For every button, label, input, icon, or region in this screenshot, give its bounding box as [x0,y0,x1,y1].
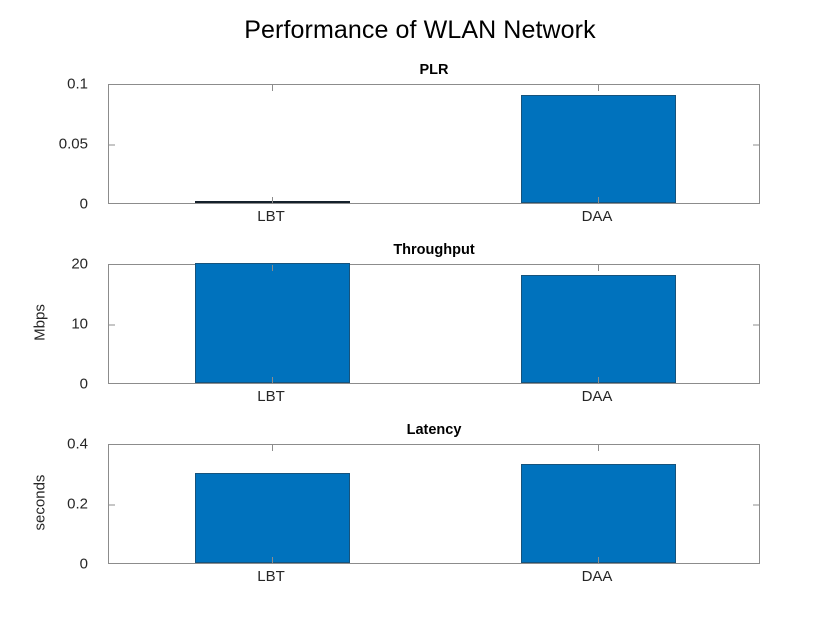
x-tick-mark [598,557,599,563]
x-tick-mark [272,557,273,563]
x-tick-labels-latency: LBT DAA [108,568,760,590]
y-tick-mark [753,324,759,326]
plot-area-throughput [109,263,759,383]
x-tick-mark [272,445,273,451]
x-tick-label: LBT [257,568,285,585]
x-tick-labels-plr: LBT DAA [108,208,760,230]
y-tick-label: 0.2 [67,495,88,513]
bar-throughput-daa [520,275,676,383]
subplot-title-throughput: Throughput [393,242,475,258]
y-tick-labels-latency: 0 0.2 0.4 [0,436,100,573]
y-tick-label: 0 [79,195,88,213]
x-tick-mark [272,197,273,203]
plot-area-latency [109,445,759,563]
bar-latency-lbt [194,473,350,563]
bar-plr-daa [520,95,676,203]
y-tick-label: 20 [71,255,88,273]
y-tick-labels-throughput: 0 10 20 [0,256,100,393]
figure-title: Performance of WLAN Network [244,16,596,44]
y-tick-mark [753,504,759,506]
plot-axes-latency [108,444,760,564]
y-tick-label: 10 [71,315,88,333]
y-tick-label: 0.4 [67,435,88,453]
x-tick-label: LBT [257,208,285,225]
y-axis-label-latency: seconds [31,474,49,531]
y-tick-label: 0.1 [67,75,88,93]
x-tick-label: DAA [581,388,613,405]
x-tick-mark [598,85,599,91]
y-tick-mark [753,144,759,146]
bar-latency-daa [520,464,676,563]
x-tick-label: LBT [257,388,285,405]
x-tick-mark [272,265,273,271]
x-tick-mark [598,445,599,451]
y-axis-label-throughput: Mbps [31,304,49,341]
subplot-title-plr: PLR [419,62,449,78]
plot-area-plr [109,85,759,203]
y-tick-mark [109,504,115,506]
x-tick-mark [598,265,599,271]
x-tick-mark [272,377,273,383]
x-tick-mark [272,85,273,91]
x-tick-label: DAA [581,568,613,585]
x-tick-mark [598,197,599,203]
plot-axes-plr [108,84,760,204]
bar-throughput-lbt [194,263,350,383]
x-tick-label: DAA [581,208,613,225]
plot-axes-throughput [108,263,760,384]
x-tick-labels-throughput: LBT DAA [108,388,760,410]
y-tick-mark [109,324,115,326]
y-tick-mark [109,144,115,146]
subplot-title-latency: Latency [406,422,462,438]
x-tick-mark [598,377,599,383]
y-tick-labels-plr: 0 0.05 0.1 [0,76,100,213]
y-tick-label: 0 [79,555,88,573]
y-tick-label: 0 [79,375,88,393]
y-tick-label: 0.05 [58,135,88,153]
